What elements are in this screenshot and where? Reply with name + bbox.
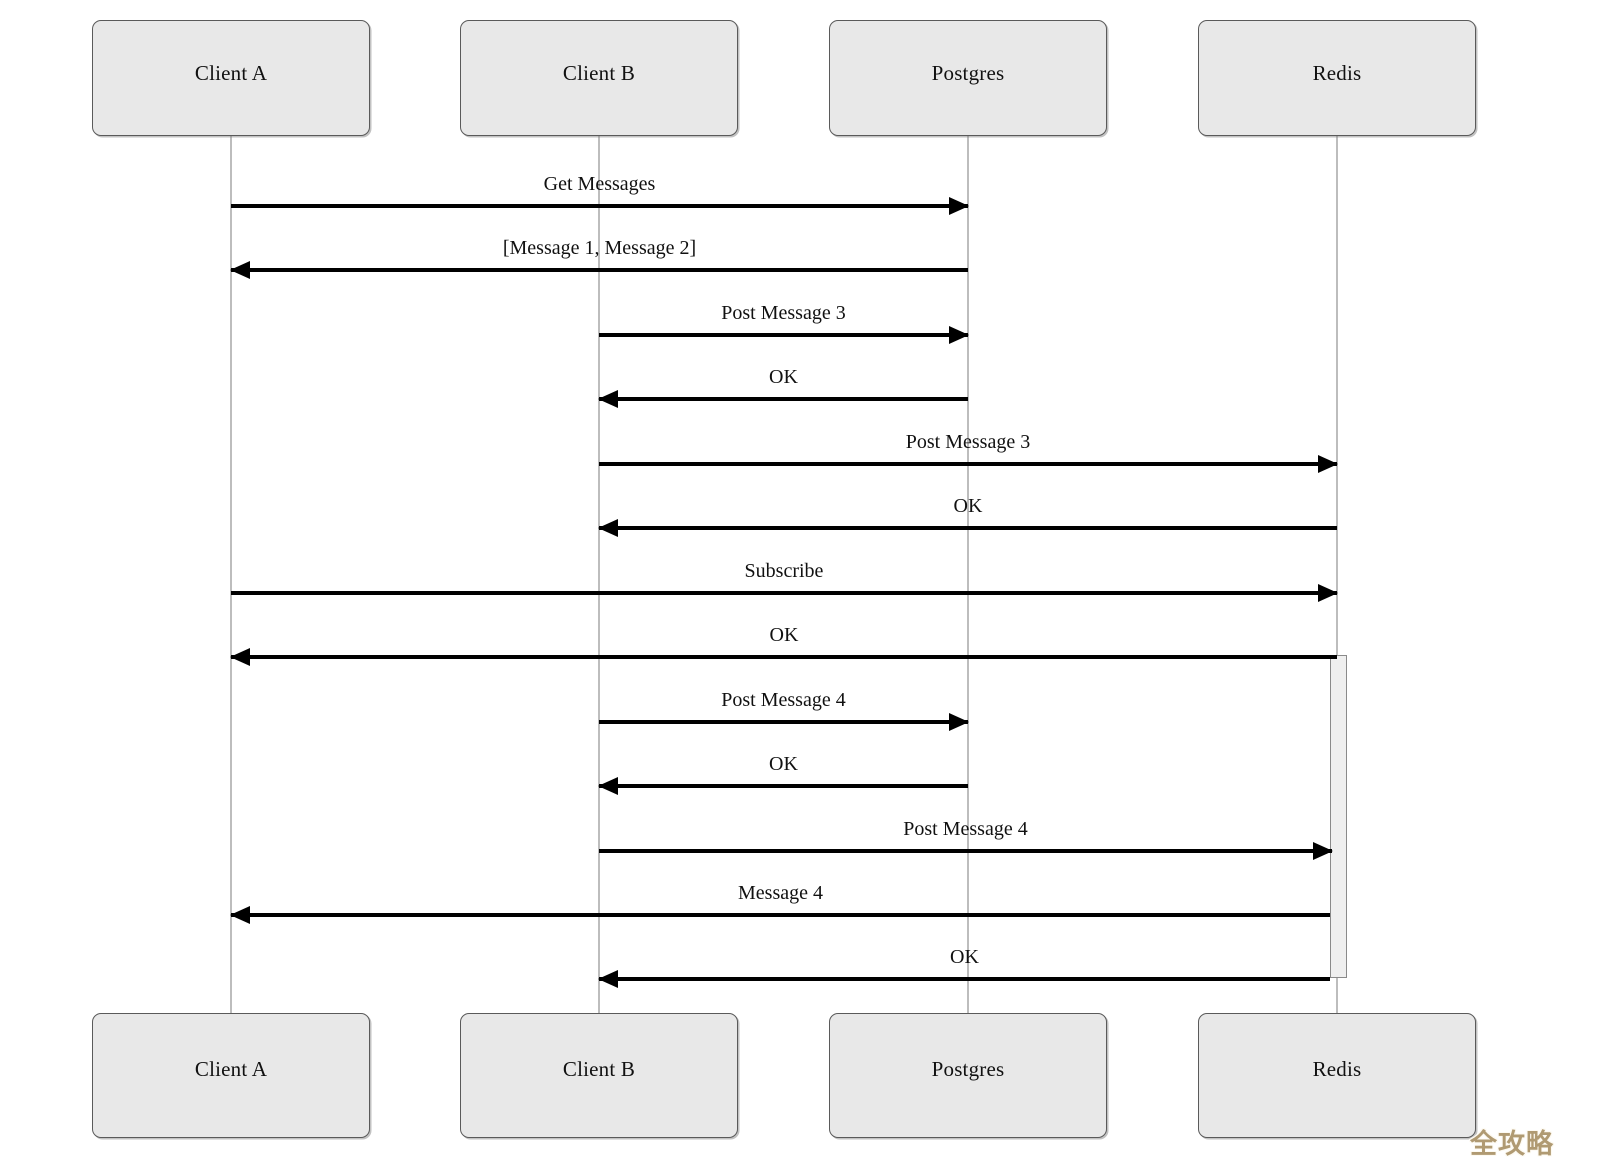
message-line-12 xyxy=(599,977,1330,981)
message-label-12: OK xyxy=(950,946,979,968)
arrowhead-icon-10 xyxy=(1313,842,1333,860)
message-label-10: Post Message 4 xyxy=(903,818,1028,840)
arrowhead-icon-8 xyxy=(949,713,969,731)
participant-box-redis-bottom[interactable]: Redis xyxy=(1198,1013,1476,1138)
lifeline-client-a xyxy=(230,136,232,1013)
message-label-4: Post Message 3 xyxy=(905,431,1031,453)
message-line-7 xyxy=(231,655,1337,659)
message-label-2: Post Message 3 xyxy=(721,302,846,324)
lifeline-postgres xyxy=(967,136,969,1013)
message-line-4 xyxy=(599,462,1337,466)
message-label-7: OK xyxy=(769,624,799,646)
arrowhead-icon-4 xyxy=(1318,455,1338,473)
activation-bar-redis xyxy=(1330,655,1347,978)
message-label-3: OK xyxy=(769,366,798,388)
participant-box-redis-top[interactable]: Redis xyxy=(1198,20,1476,136)
arrowhead-icon-9 xyxy=(598,777,618,795)
participant-box-client-a-top[interactable]: Client A xyxy=(92,20,370,136)
arrowhead-icon-1 xyxy=(230,261,250,279)
watermark-label: 全攻略 xyxy=(1470,1129,1554,1159)
arrowhead-icon-12 xyxy=(598,970,618,988)
message-line-2 xyxy=(599,333,968,337)
arrowhead-icon-7 xyxy=(230,648,250,666)
message-label-11: Message 4 xyxy=(738,882,823,904)
participant-box-client-a-bottom[interactable]: Client A xyxy=(92,1013,370,1138)
arrowhead-icon-5 xyxy=(598,519,618,537)
message-label-5: OK xyxy=(953,495,983,517)
lifeline-redis xyxy=(1336,136,1338,1013)
message-line-3 xyxy=(599,397,968,401)
arrowhead-icon-3 xyxy=(598,390,618,408)
message-line-5 xyxy=(599,526,1337,530)
arrowhead-icon-2 xyxy=(949,326,969,344)
participant-label-redis-top: Redis xyxy=(1312,61,1362,85)
message-label-8: Post Message 4 xyxy=(721,689,846,711)
participant-box-client-b-bottom[interactable]: Client B xyxy=(460,1013,738,1138)
message-line-8 xyxy=(599,720,968,724)
participant-label-postgres-top: Postgres xyxy=(931,61,1005,85)
message-line-1 xyxy=(231,268,968,272)
arrowhead-icon-0 xyxy=(949,197,969,215)
message-line-0 xyxy=(231,204,968,208)
participant-box-client-b-top[interactable]: Client B xyxy=(460,20,738,136)
message-line-6 xyxy=(231,591,1337,595)
participant-box-postgres-bottom[interactable]: Postgres xyxy=(829,1013,1107,1138)
participant-label-client-b-top: Client B xyxy=(562,61,636,85)
participant-label-client-b-bottom: Client B xyxy=(562,1057,636,1081)
arrowhead-icon-11 xyxy=(230,906,250,924)
participant-label-redis-bottom: Redis xyxy=(1312,1057,1362,1081)
message-line-9 xyxy=(599,784,968,788)
message-label-0: Get Messages xyxy=(543,173,656,195)
message-line-11 xyxy=(231,913,1330,917)
participant-label-client-a-top: Client A xyxy=(194,61,268,85)
lifeline-client-b xyxy=(598,136,600,1013)
message-label-6: Subscribe xyxy=(744,560,824,582)
message-label-1: [Message 1, Message 2] xyxy=(502,237,697,259)
arrowhead-icon-6 xyxy=(1318,584,1338,602)
participant-label-client-a-bottom: Client A xyxy=(194,1057,268,1081)
participant-label-postgres-bottom: Postgres xyxy=(931,1057,1005,1081)
participant-box-postgres-top[interactable]: Postgres xyxy=(829,20,1107,136)
message-line-10 xyxy=(599,849,1332,853)
message-label-9: OK xyxy=(769,753,798,775)
